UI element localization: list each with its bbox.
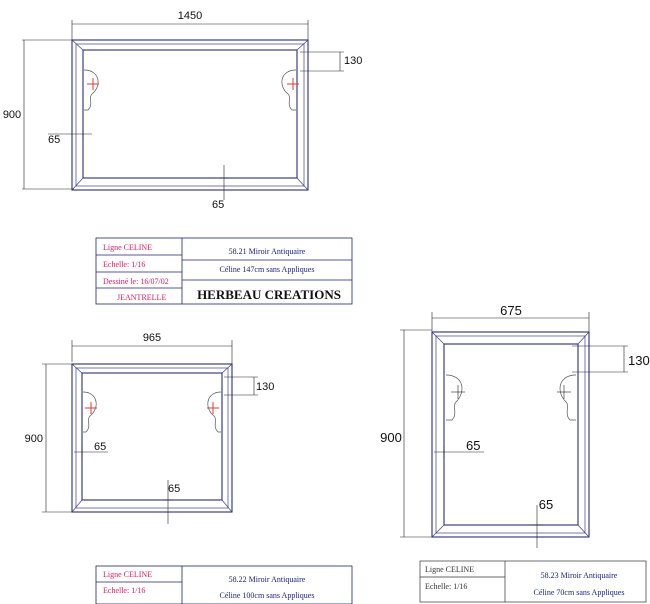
inset-dimension: 130 bbox=[344, 55, 362, 67]
right-ornament bbox=[207, 391, 222, 433]
frame-left-dimension: 65 bbox=[48, 134, 60, 146]
right-ornament bbox=[559, 374, 577, 421]
crosshair-left bbox=[87, 78, 99, 90]
height-dimension: 900 bbox=[3, 109, 21, 121]
reference-label: 58.21 Miroir Antiquaire bbox=[229, 247, 306, 256]
left-ornament bbox=[445, 374, 463, 421]
height-dimension: 900 bbox=[25, 433, 43, 445]
right-ornament bbox=[281, 69, 297, 111]
crosshair-right bbox=[207, 402, 219, 414]
crosshair-right bbox=[287, 78, 299, 90]
drawing-2: 965 900 130 65 65 bbox=[25, 332, 353, 604]
ligne-label: Ligne CELINE bbox=[103, 243, 152, 252]
description-label: Céline 147cm sans Appliques bbox=[220, 265, 315, 274]
title-block-1: Ligne CELINE Echelle: 1/16 Dessiné le: 1… bbox=[95, 237, 353, 305]
description-label: Céline 100cm sans Appliques bbox=[220, 591, 315, 600]
description-label: Céline 70cm sans Appliques bbox=[534, 588, 625, 597]
mirror-frame bbox=[71, 39, 309, 191]
crosshair-right bbox=[557, 385, 571, 399]
crosshair-left bbox=[451, 385, 465, 399]
frame-bottom-dimension: 65 bbox=[168, 483, 180, 495]
width-dimension: 965 bbox=[143, 332, 161, 344]
height-dimension: 900 bbox=[380, 430, 402, 445]
title-block-2: Ligne CELINE Echelle: 1/16 58.22 Miroir … bbox=[95, 565, 353, 604]
echelle-label: Echelle: 1/16 bbox=[103, 586, 145, 595]
frame-bottom-dimension: 65 bbox=[539, 497, 553, 512]
author-label: JEANTRELLE bbox=[117, 293, 166, 302]
echelle-label: Echelle: 1/16 bbox=[103, 260, 145, 269]
company-label: HERBEAU CREATIONS bbox=[197, 287, 341, 302]
echelle-label: Echelle: 1/16 bbox=[425, 582, 467, 591]
frame-left-dimension: 65 bbox=[94, 441, 106, 453]
title-block-3: Ligne CELINE Echelle: 1/16 58.23 Miroir … bbox=[419, 560, 647, 603]
inset-dimension: 130 bbox=[628, 353, 650, 368]
frame-bottom-dimension: 65 bbox=[212, 199, 224, 211]
left-ornament bbox=[82, 391, 97, 433]
left-ornament bbox=[83, 69, 99, 111]
reference-label: 58.23 Miroir Antiquaire bbox=[541, 571, 618, 580]
drawing-3: 675 900 130 65 65 bbox=[380, 303, 650, 603]
inset-dimension: 130 bbox=[256, 381, 274, 393]
width-dimension: 1450 bbox=[178, 10, 202, 22]
drawing-1: 1450 900 130 65 bbox=[3, 10, 362, 305]
ligne-label: Ligne CELINE bbox=[103, 570, 152, 579]
frame-left-dimension: 65 bbox=[466, 438, 480, 453]
dessine-label: Dessiné le: 16/07/02 bbox=[103, 277, 169, 286]
mirror-frame bbox=[71, 363, 233, 513]
width-dimension: 675 bbox=[500, 303, 522, 318]
ligne-label: Ligne CELINE bbox=[425, 565, 474, 574]
mirror-frame bbox=[431, 331, 590, 538]
reference-label: 58.22 Miroir Antiquaire bbox=[229, 575, 306, 584]
crosshair-left bbox=[85, 402, 97, 414]
